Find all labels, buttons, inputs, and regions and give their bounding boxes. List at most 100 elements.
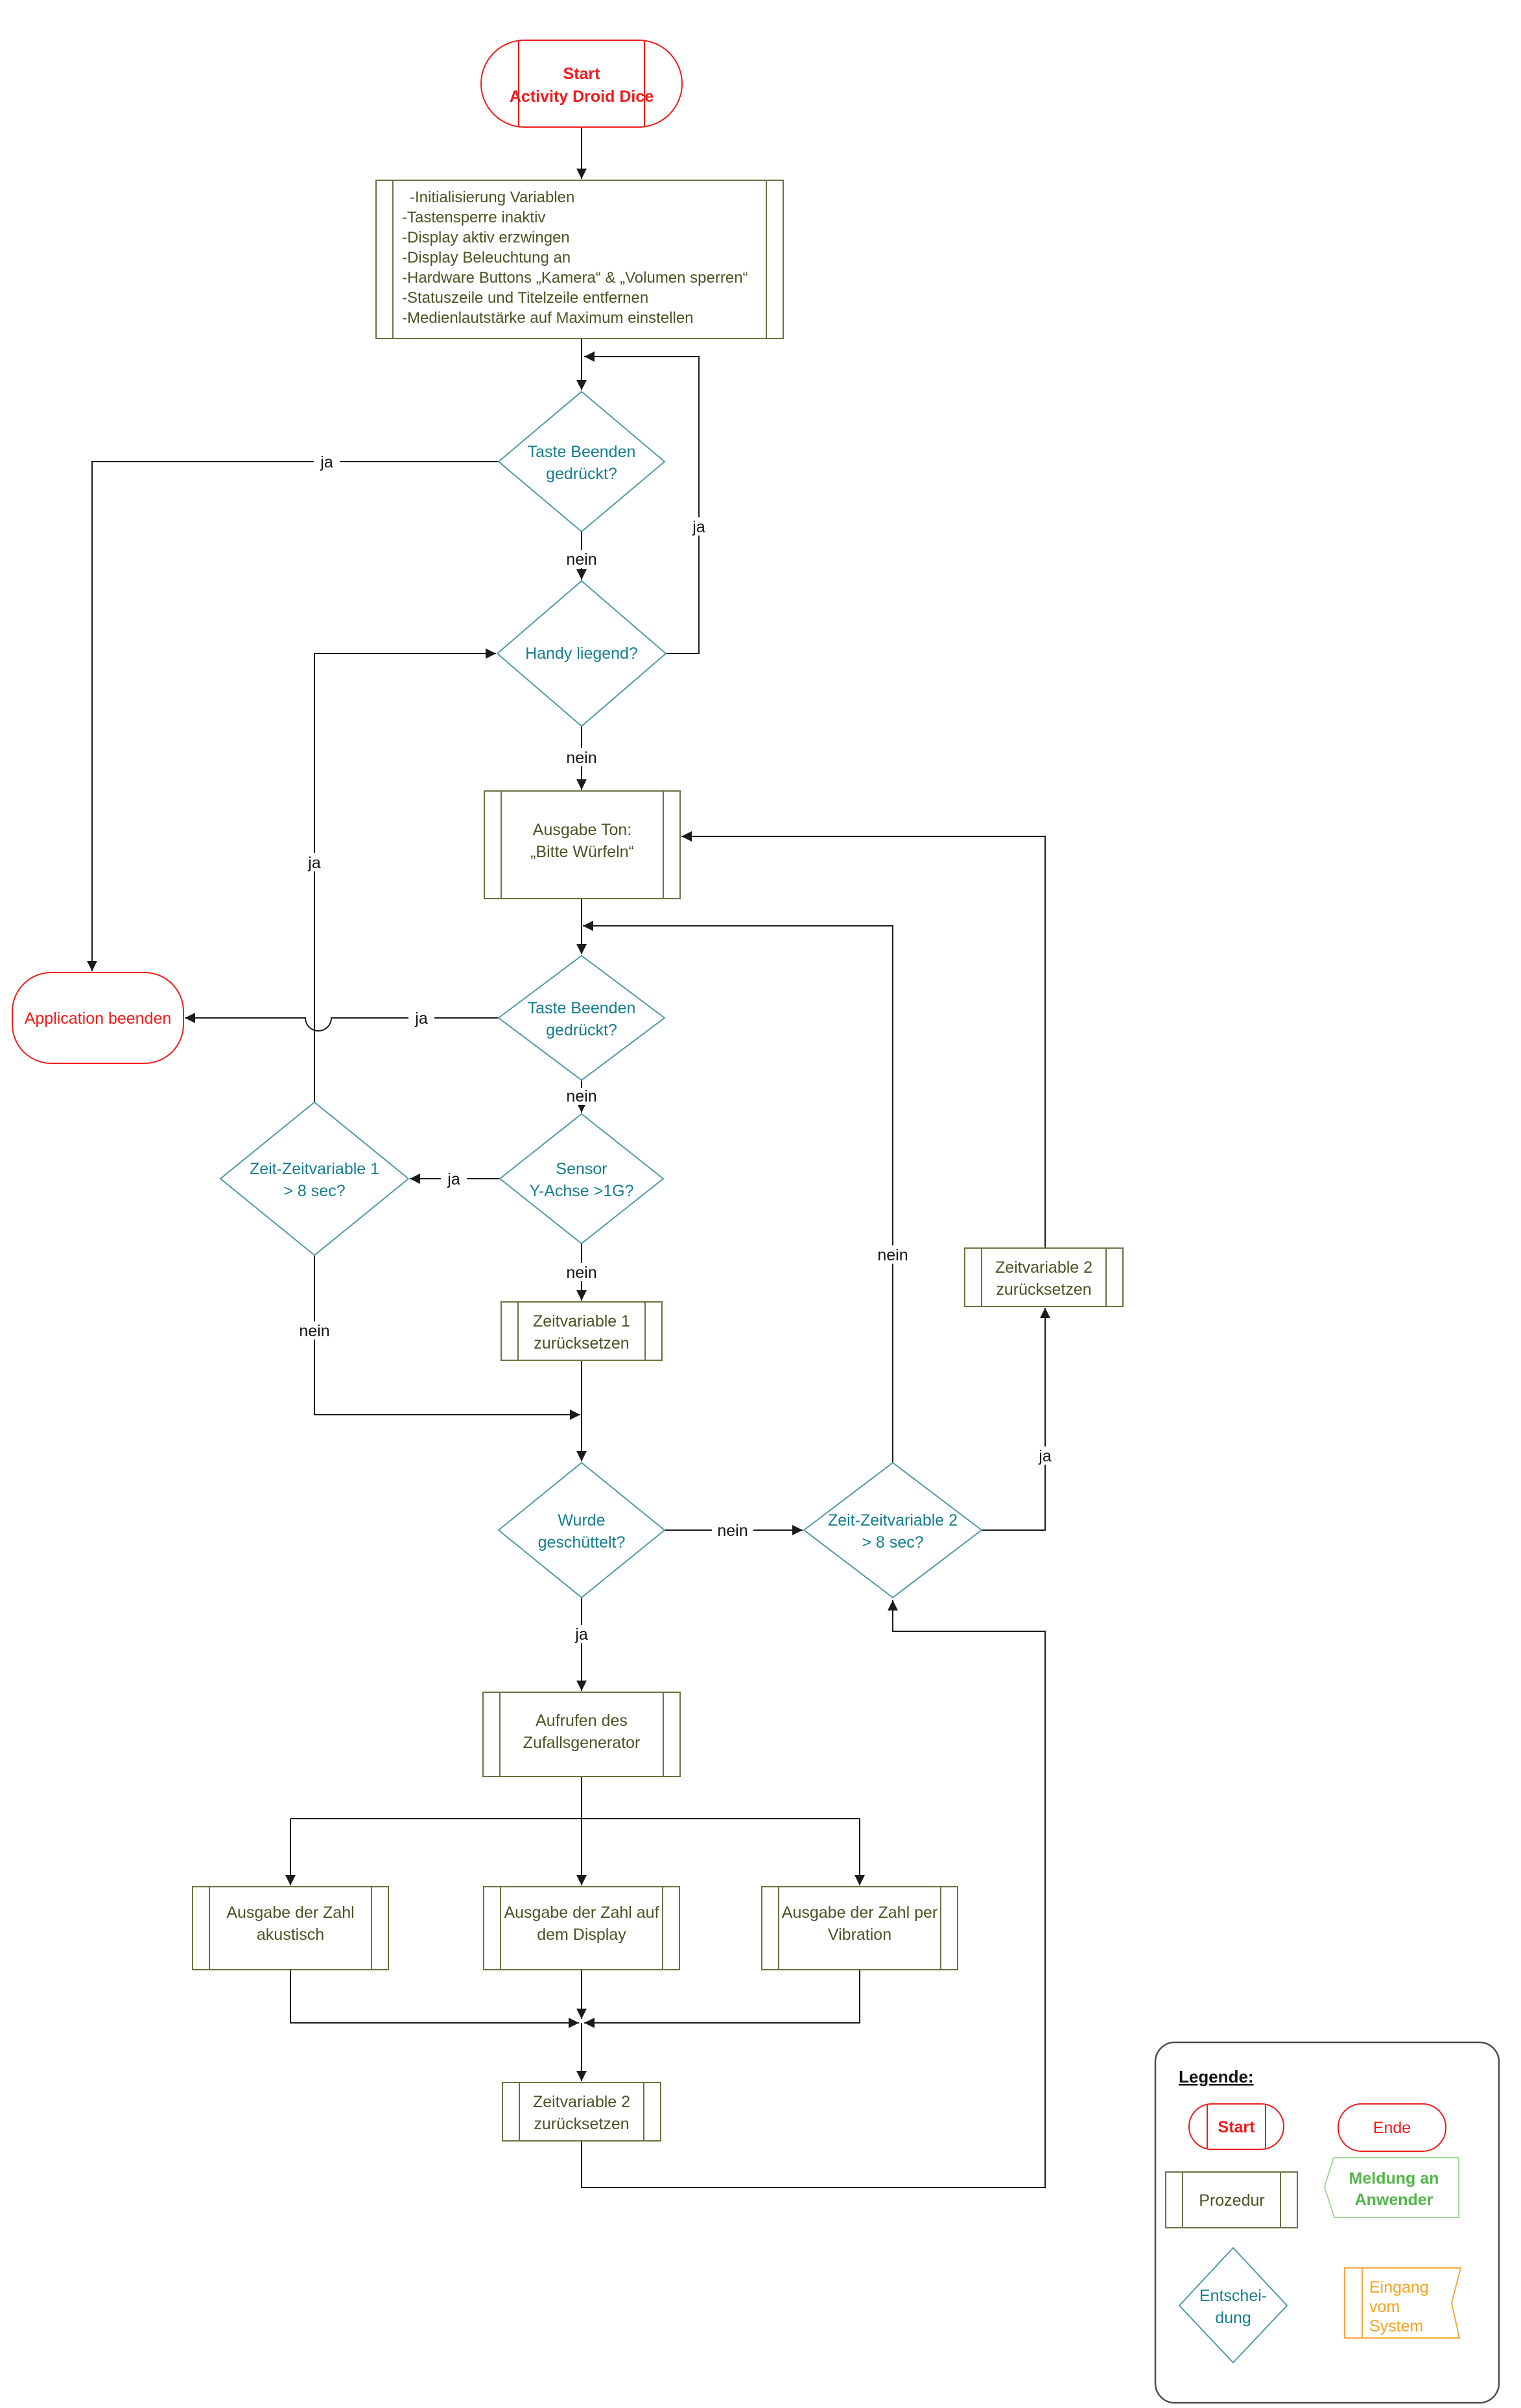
node-init: -Initialisierung Variablen -Tastensperre… bbox=[375, 180, 784, 339]
node-taste2-line1: Taste Beenden bbox=[528, 999, 636, 1017]
node-akustisch: Ausgabe der Zahl akustisch bbox=[192, 1886, 389, 1970]
node-sensor-line1: Sensor bbox=[556, 1160, 607, 1178]
edge-taste2-ja-to-app bbox=[185, 1013, 499, 1032]
legend-eingang-line1: Eingang bbox=[1369, 2278, 1429, 2296]
legend-eingang-line2: vom bbox=[1369, 2298, 1400, 2316]
node-init-line4: -Display Beleuchtung an bbox=[402, 249, 571, 266]
node-vibration-line1: Ausgabe der Zahl per bbox=[782, 1904, 937, 1922]
node-akustisch-line2: akustisch bbox=[257, 1926, 324, 1944]
node-zv1-line1: Zeitvariable 1 bbox=[533, 1312, 630, 1330]
edge-zeit2-nein-loop bbox=[583, 921, 893, 1463]
node-aufrufen-line2: Zufallsgenerator bbox=[523, 1734, 641, 1752]
legend-entscheidung-line2: dung bbox=[1215, 2309, 1251, 2327]
node-start-line2: Activity Droid Dice bbox=[510, 88, 654, 106]
node-handy: Handy liegend? bbox=[496, 580, 667, 727]
legend-entscheidung-line1: Entschei- bbox=[1199, 2287, 1267, 2305]
legend-entscheidung-shape: Entschei- dung bbox=[1178, 2247, 1288, 2364]
edge-zv2rechts-to-ton bbox=[681, 831, 1046, 1248]
node-init-line7: -Medienlautstärke auf Maximum einstellen bbox=[402, 309, 694, 327]
node-display-line1: Ausgabe der Zahl auf bbox=[504, 1904, 659, 1922]
node-zv2-unten-line2: zurücksetzen bbox=[534, 2115, 629, 2133]
node-akustisch-line1: Ausgabe der Zahl bbox=[226, 1904, 354, 1922]
label-zeit2-nein: nein bbox=[877, 1246, 908, 1264]
node-taste1: Taste Beenden gedrückt? bbox=[497, 390, 666, 533]
node-zeit2-line2: > 8 sec? bbox=[862, 1533, 923, 1552]
node-zv1: Zeitvariable 1 zurücksetzen bbox=[501, 1301, 663, 1361]
edge-zeit2-ja-to-zv2rechts bbox=[982, 1308, 1050, 1531]
node-taste1-line1: Taste Beenden bbox=[528, 443, 636, 461]
label-taste2-nein: nein bbox=[566, 1087, 596, 1105]
node-taste2: Taste Beenden gedrückt? bbox=[497, 954, 666, 1081]
edge-handy-ja-loop bbox=[584, 351, 700, 654]
legend-ende-label: Ende bbox=[1373, 2119, 1411, 2137]
label-sensor-ja: ja bbox=[447, 1170, 460, 1188]
node-zv2-unten: Zeitvariable 2 zurücksetzen bbox=[502, 2082, 661, 2142]
legend-meldung-line2: Anwender bbox=[1355, 2191, 1433, 2209]
node-aufrufen-line1: Aufrufen des bbox=[536, 1712, 628, 1730]
label-taste1-nein: nein bbox=[566, 550, 596, 569]
label-zeit1-ja: ja bbox=[307, 854, 321, 872]
legend-border bbox=[1154, 2041, 1500, 2404]
node-zeit1: Zeit-Zeitvariable 1 > 8 sec? bbox=[219, 1101, 410, 1257]
legend-eingang-line3: System bbox=[1369, 2317, 1423, 2335]
node-zeit2: Zeit-Zeitvariable 2 > 8 sec? bbox=[803, 1461, 983, 1599]
node-taste1-line2: gedrückt? bbox=[546, 465, 617, 483]
edge-vibration-merge bbox=[584, 1970, 860, 2028]
node-aufrufen: Aufrufen des Zufallsgenerator bbox=[482, 1692, 681, 1777]
node-ton-line1: Ausgabe Ton: bbox=[533, 821, 631, 839]
node-vibration: Ausgabe der Zahl per Vibration bbox=[761, 1886, 958, 1970]
node-sensor: Sensor Y-Achse >1G? bbox=[499, 1113, 665, 1245]
node-display-line2: dem Display bbox=[537, 1926, 626, 1944]
label-wurde-nein: nein bbox=[717, 1522, 748, 1540]
label-zeit2-ja: ja bbox=[1038, 1447, 1052, 1465]
node-zv2-rechts-line1: Zeitvariable 2 bbox=[995, 1258, 1092, 1277]
legend-eingang-shape: Eingang vom System bbox=[1344, 2267, 1462, 2339]
node-zeit2-line1: Zeit-Zeitvariable 2 bbox=[828, 1511, 958, 1529]
node-wurde-line2: geschüttelt? bbox=[538, 1533, 626, 1552]
legend-title: Legende: bbox=[1179, 2067, 1254, 2086]
node-ton-line2: „Bitte Würfeln“ bbox=[530, 843, 634, 861]
node-handy-line1: Handy liegend? bbox=[525, 644, 638, 663]
node-wurde: Wurde geschüttelt? bbox=[497, 1461, 666, 1599]
node-wurde-line1: Wurde bbox=[558, 1511, 605, 1529]
label-zeit1-nein: nein bbox=[299, 1322, 329, 1340]
node-zeit1-line1: Zeit-Zeitvariable 1 bbox=[250, 1160, 379, 1178]
node-init-line1: -Initialisierung Variablen bbox=[410, 189, 574, 206]
label-taste2-ja: ja bbox=[414, 1009, 428, 1028]
node-zv2-rechts-line2: zurücksetzen bbox=[996, 1281, 1091, 1299]
legend-prozedur-shape: Prozedur bbox=[1165, 2171, 1298, 2228]
legend-meldung-line1: Meldung an bbox=[1349, 2169, 1439, 2188]
node-init-line5: -Hardware Buttons „Kamera“ & „Volumen sp… bbox=[402, 269, 748, 287]
label-sensor-nein: nein bbox=[566, 1264, 596, 1282]
node-zv2-rechts: Zeitvariable 2 zurücksetzen bbox=[964, 1247, 1124, 1307]
edge-zeit1-ja-to-handy bbox=[314, 648, 496, 1102]
node-init-line6: -Statuszeile und Titelzeile entfernen bbox=[402, 289, 648, 307]
label-handy-ja: ja bbox=[692, 518, 705, 536]
legend-start-label: Start bbox=[1218, 2118, 1256, 2136]
node-zv1-line2: zurücksetzen bbox=[534, 1334, 629, 1352]
node-zv2-unten-line1: Zeitvariable 2 bbox=[533, 2093, 630, 2111]
node-vibration-line2: Vibration bbox=[828, 1926, 891, 1944]
node-init-line2: -Tastensperre inaktiv bbox=[402, 209, 545, 226]
label-wurde-ja: ja bbox=[574, 1625, 588, 1644]
legend-start-shape: Start bbox=[1188, 2103, 1284, 2150]
node-sensor-line2: Y-Achse >1G? bbox=[530, 1182, 634, 1200]
node-app: Application beenden bbox=[12, 972, 184, 1064]
node-start-line1: Start bbox=[563, 65, 601, 83]
label-handy-nein: nein bbox=[566, 749, 596, 767]
node-init-line3: -Display aktiv erzwingen bbox=[402, 229, 570, 246]
edge-akustisch-merge bbox=[290, 1970, 579, 2028]
legend-ende-shape: Ende bbox=[1338, 2103, 1446, 2152]
node-app-line1: Application beenden bbox=[25, 1009, 172, 1028]
edge-zv2unten-loop-to-zeit2 bbox=[581, 1600, 1046, 2188]
node-ton: Ausgabe Ton: „Bitte Würfeln“ bbox=[484, 790, 681, 899]
node-display: Ausgabe der Zahl auf dem Display bbox=[483, 1886, 680, 1970]
edge-zeit1-nein-loop bbox=[314, 1255, 580, 1420]
legend-prozedur-label: Prozedur bbox=[1199, 2191, 1264, 2210]
node-zeit1-line2: > 8 sec? bbox=[283, 1182, 345, 1200]
edge-labels: ja ja nein nein ja ja nein ja nein nein … bbox=[294, 453, 1058, 1644]
nodes: Start Activity Droid Dice -Initialisieru… bbox=[12, 40, 1124, 2142]
edges bbox=[87, 127, 1050, 2188]
label-taste1-ja: ja bbox=[320, 453, 333, 471]
